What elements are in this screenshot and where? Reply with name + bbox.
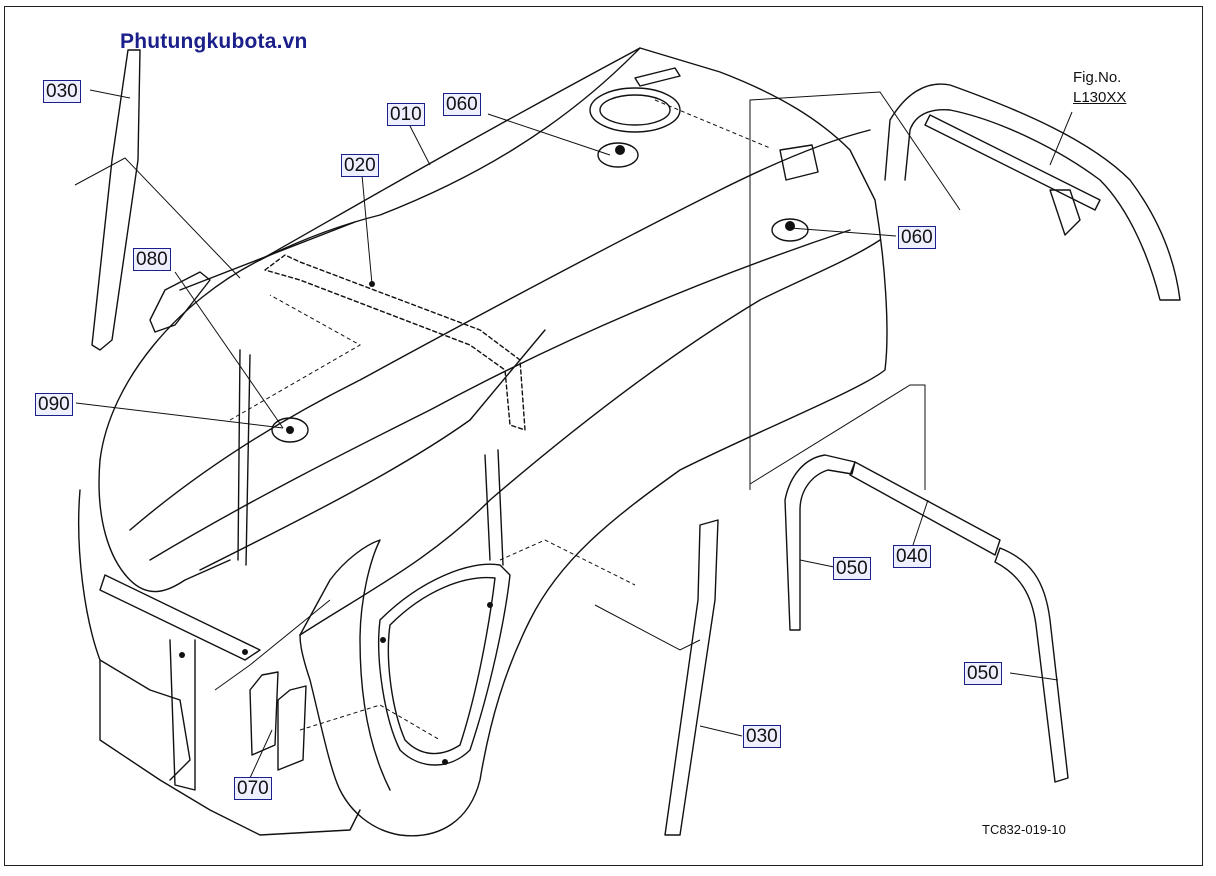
strip-040	[849, 461, 1001, 556]
cab-fragment	[884, 83, 1181, 301]
callout-010: 010	[387, 103, 425, 126]
bonnet-side-edge	[299, 239, 881, 636]
bonnet-nose	[98, 459, 231, 593]
grille-bolt-2	[442, 759, 448, 765]
callout-030-left: 030	[43, 80, 81, 103]
leader-080	[174, 271, 284, 429]
pad-070-b	[277, 685, 307, 771]
drawing-frame	[4, 6, 1203, 866]
leader-060a	[487, 113, 611, 156]
bonnet-crease-4	[179, 221, 356, 291]
leader-060b	[789, 227, 897, 237]
callout-060-top: 060	[443, 93, 481, 116]
site-watermark: Phutungkubota.vn	[120, 30, 308, 53]
figure-label: Fig.No.	[1073, 69, 1122, 86]
latch-bracket-a	[634, 67, 681, 87]
pad-070-a	[249, 671, 279, 756]
bonnet-crease-2	[149, 229, 851, 561]
callout-090: 090	[35, 393, 73, 416]
cap-080	[149, 271, 211, 333]
front-panel-inner	[99, 659, 191, 781]
callout-060-right: 060	[898, 226, 936, 249]
bolt-seat-060a	[597, 142, 639, 168]
callout-050-left: 050	[833, 557, 871, 580]
front-panel	[78, 489, 361, 836]
bolt-060a	[615, 145, 625, 155]
dash-line-a	[229, 294, 362, 421]
leader-090	[75, 402, 284, 429]
figure-number: Fig.No. L130XX	[1073, 68, 1126, 108]
bolt-seat-060b	[771, 218, 809, 242]
group-line-lower	[594, 604, 701, 651]
strip-050-left	[784, 454, 856, 631]
grommet-090-center	[286, 426, 294, 434]
front-bracket-post	[169, 639, 196, 791]
leader-030b	[699, 725, 743, 737]
front-bracket	[99, 574, 261, 661]
figure-code: L130XX	[1073, 89, 1127, 106]
callout-040: 040	[893, 545, 931, 568]
bonnet-crease-3	[199, 329, 546, 571]
dash-line-b	[654, 99, 771, 149]
grommet-090	[271, 417, 309, 443]
grille-bolt-1	[380, 637, 386, 643]
group-line-030-left	[74, 157, 241, 279]
bonnet-inner-rim	[299, 539, 391, 791]
bonnet-top-edge	[259, 47, 641, 261]
bonnet-crease-1	[129, 129, 871, 531]
strip-030-right	[664, 519, 719, 836]
seal-020-marker	[369, 281, 375, 287]
post-bolt	[179, 652, 185, 658]
strip-050-right	[994, 547, 1069, 783]
hinge-a	[237, 349, 251, 566]
leader-070	[249, 729, 273, 779]
bracket-bolt	[242, 649, 248, 655]
bonnet-outline	[99, 47, 888, 837]
callout-070: 070	[234, 777, 272, 800]
side-grille-inner	[387, 576, 496, 755]
leader-020	[361, 174, 373, 285]
strip-030-left	[91, 49, 141, 351]
leader-050a	[799, 559, 835, 568]
leader-050b	[1009, 672, 1059, 681]
group-line-070	[214, 599, 331, 691]
bolt-060b	[785, 221, 795, 231]
group-line-right	[749, 384, 926, 490]
leader-030a	[89, 89, 131, 99]
seal-020	[264, 254, 526, 431]
leader-fig	[1049, 111, 1073, 166]
latch-bracket-b	[779, 144, 819, 181]
leader-010	[409, 125, 431, 166]
callout-020: 020	[341, 154, 379, 177]
dash-line-c	[499, 539, 636, 586]
callout-030-right: 030	[743, 725, 781, 748]
callout-080: 080	[133, 248, 171, 271]
filler-opening-inner	[599, 94, 671, 126]
group-line-top	[749, 91, 961, 490]
cab-bracket	[1049, 189, 1081, 236]
cab-bar	[924, 114, 1101, 211]
callout-050-right: 050	[964, 662, 1002, 685]
side-grille	[378, 563, 511, 766]
reference-code: TC832-019-10	[982, 822, 1066, 837]
leader-040	[911, 499, 929, 549]
grille-bolt-3	[487, 602, 493, 608]
filler-opening	[589, 87, 681, 133]
hinge-b	[484, 449, 504, 566]
